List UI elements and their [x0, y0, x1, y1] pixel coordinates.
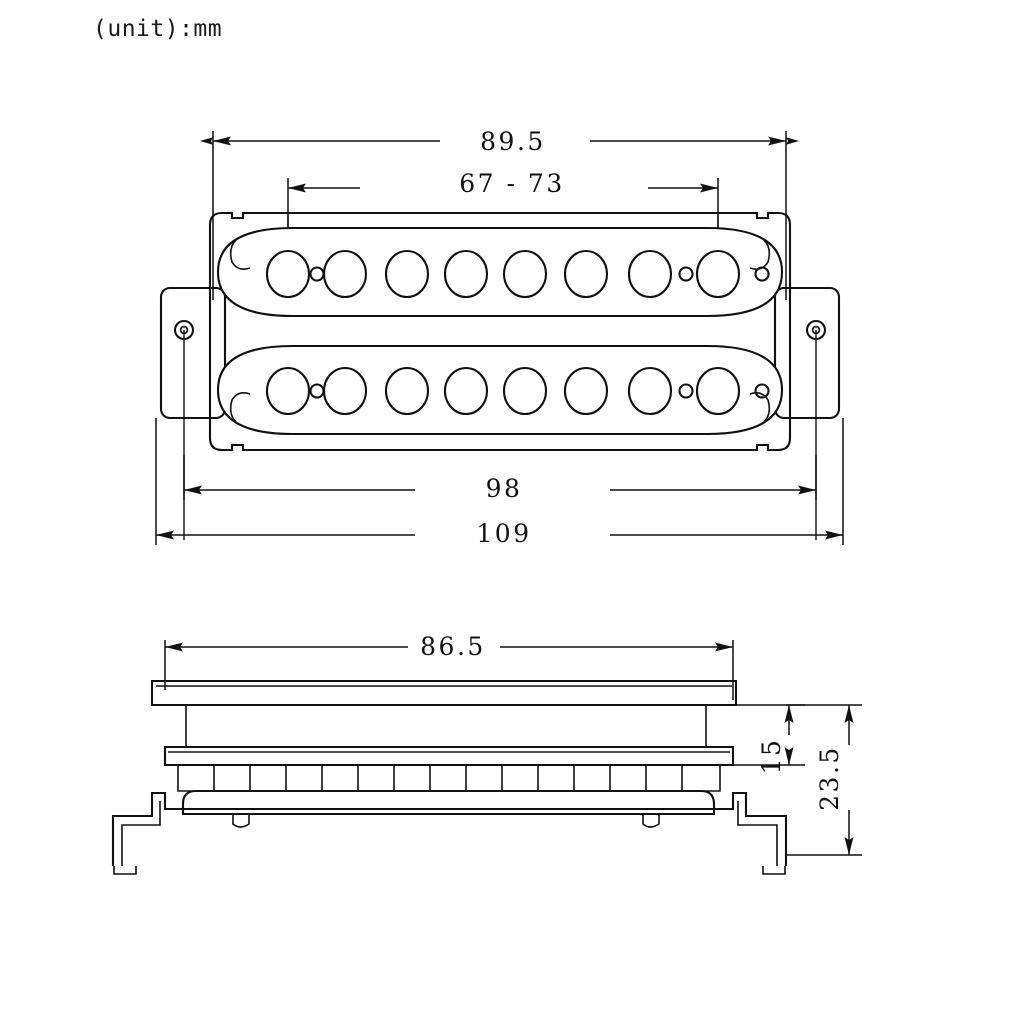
mounting-ear-left: [159, 286, 227, 540]
coil-lower: [216, 344, 784, 436]
pole-pieces-upper: [265, 249, 770, 299]
pickup-baseplate-outline: [208, 211, 792, 452]
coil-upper: [216, 226, 784, 318]
unit-label: (unit):mm: [93, 16, 223, 42]
dimension-23-5: 23.5: [786, 704, 862, 856]
dimension-label-23-5: 23.5: [815, 745, 844, 811]
dimension-label-86-5: 86.5: [420, 632, 486, 661]
baseplate-rail: [163, 745, 735, 767]
top-view: 89.5 67 - 73: [155, 127, 844, 548]
dimension-86-5: 86.5: [164, 632, 734, 700]
dimension-109: 109: [155, 418, 844, 548]
dimension-89-5: 89.5: [200, 127, 799, 300]
mounting-ear-right: [773, 286, 841, 540]
pickup-cover-side: [150, 679, 738, 707]
screw-boss-left: [232, 814, 250, 828]
baseplate-ribs: [177, 764, 721, 792]
dimension-15: 15: [733, 704, 805, 775]
dimension-label-98: 98: [486, 474, 523, 503]
dimension-67-73: 67 - 73: [287, 169, 719, 282]
dimension-98: 98: [183, 455, 817, 503]
dimension-label-67-73: 67 - 73: [459, 169, 564, 198]
pole-pieces-lower: [265, 366, 770, 416]
dimension-label-109: 109: [476, 519, 531, 548]
side-view: 86.5: [111, 632, 862, 875]
dimension-label-15: 15: [757, 738, 786, 775]
dimension-label-89-5: 89.5: [480, 127, 546, 156]
pickup-body-lower: [181, 789, 716, 816]
screw-boss-right: [642, 814, 660, 828]
mounting-frame-side: [111, 791, 788, 875]
